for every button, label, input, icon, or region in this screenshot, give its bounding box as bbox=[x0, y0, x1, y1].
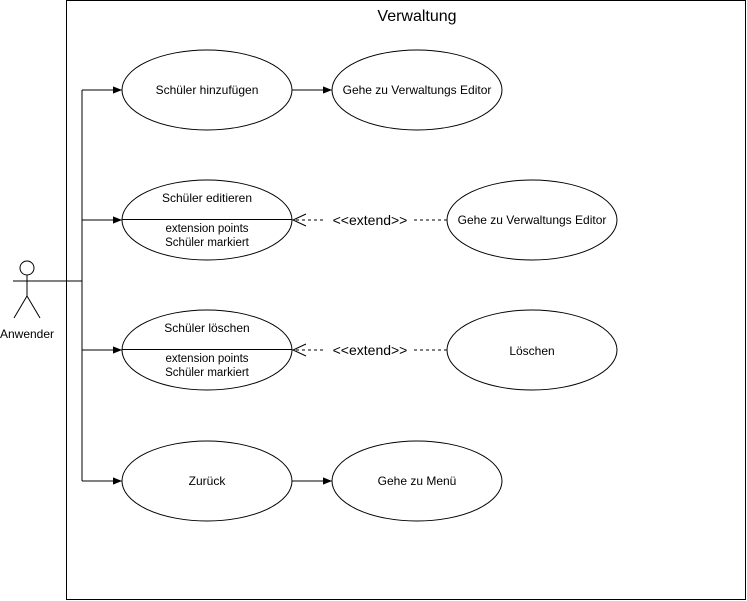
use-case-label: Gehe zu Verwaltungs Editor bbox=[343, 83, 492, 97]
use-case-gehe-zu-verwaltungs-editor-2[interactable]: Gehe zu Verwaltungs Editor bbox=[446, 179, 618, 261]
use-case-label: Zurück bbox=[189, 474, 227, 488]
extension-points-label: extension points bbox=[165, 353, 248, 365]
use-case-label: Schüler hinzufügen bbox=[156, 83, 259, 97]
actor-head-icon bbox=[19, 260, 35, 276]
extend-relation-2: <<extend>> bbox=[291, 342, 447, 358]
use-case-label: Schüler editieren bbox=[162, 191, 252, 205]
extend-relation-1: <<extend>> bbox=[291, 212, 447, 228]
extension-point-item: Schüler markiert bbox=[165, 237, 250, 249]
use-case-schueler-loeschen[interactable]: Schüler löschen extension points Schüler… bbox=[121, 309, 293, 391]
open-arrowhead-icon bbox=[291, 213, 307, 227]
use-case-gehe-zu-menu[interactable]: Gehe zu Menü bbox=[331, 440, 503, 522]
extension-point-item: Schüler markiert bbox=[165, 367, 250, 379]
use-case-label: Gehe zu Verwaltungs Editor bbox=[458, 213, 607, 227]
system-boundary bbox=[66, 0, 746, 600]
use-case-schueler-hinzufuegen[interactable]: Schüler hinzufügen bbox=[121, 49, 293, 131]
extend-label: <<extend>> bbox=[333, 212, 408, 228]
actor-label: Anwender bbox=[0, 327, 54, 341]
extension-points-label: extension points bbox=[165, 223, 248, 235]
use-case-schueler-editieren[interactable]: Schüler editieren extension points Schül… bbox=[121, 179, 293, 261]
use-case-label: Löschen bbox=[509, 344, 554, 358]
extend-label: <<extend>> bbox=[333, 342, 408, 358]
use-case-zurueck[interactable]: Zurück bbox=[121, 440, 293, 522]
use-case-loeschen[interactable]: Löschen bbox=[446, 309, 618, 391]
actor-anwender[interactable]: Anwender bbox=[0, 260, 54, 341]
use-case-label: Schüler löschen bbox=[164, 321, 249, 335]
use-case-label: Gehe zu Menü bbox=[378, 474, 457, 488]
use-case-gehe-zu-verwaltungs-editor-1[interactable]: Gehe zu Verwaltungs Editor bbox=[331, 49, 503, 131]
open-arrowhead-icon bbox=[291, 343, 307, 357]
system-title: Verwaltung bbox=[377, 8, 456, 25]
